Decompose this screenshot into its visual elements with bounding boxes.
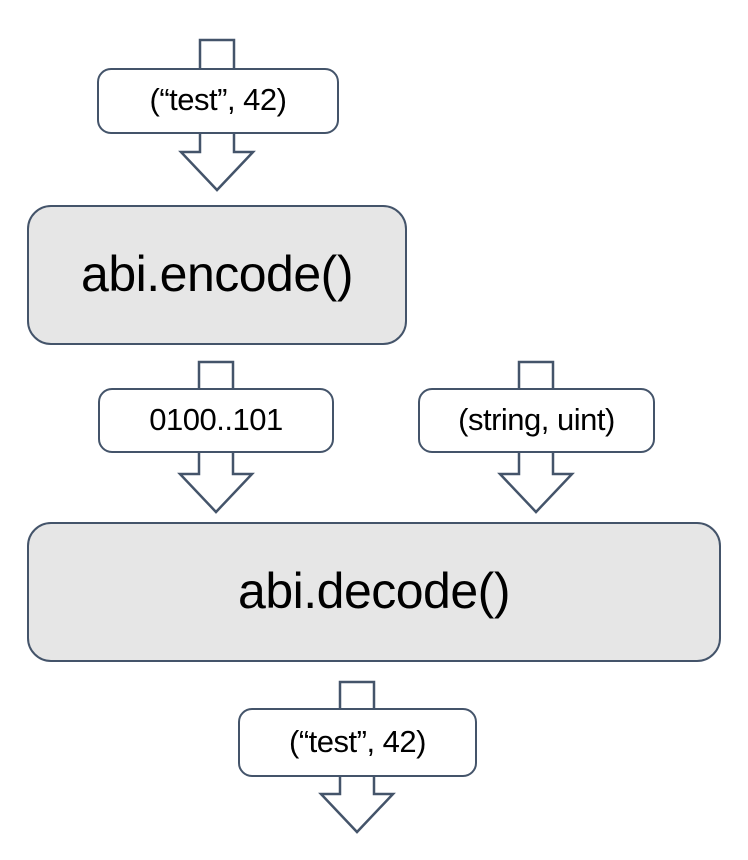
node-encoded-bytes: 0100..101 [98, 388, 334, 453]
node-abi-decode: abi.decode() [27, 522, 721, 662]
node-abi-encode: abi.encode() [27, 205, 407, 345]
node-input-tuple-label: (“test”, 42) [149, 82, 287, 117]
node-abi-decode-label: abi.decode() [238, 563, 510, 619]
node-output-tuple-label: (“test”, 42) [289, 723, 426, 759]
node-type-tuple-label: (string, uint) [458, 401, 615, 437]
node-type-tuple: (string, uint) [418, 388, 655, 453]
node-encoded-bytes-label: 0100..101 [149, 401, 283, 437]
node-input-tuple: (“test”, 42) [97, 68, 339, 134]
node-output-tuple: (“test”, 42) [238, 708, 477, 777]
node-abi-encode-label: abi.encode() [81, 246, 353, 302]
